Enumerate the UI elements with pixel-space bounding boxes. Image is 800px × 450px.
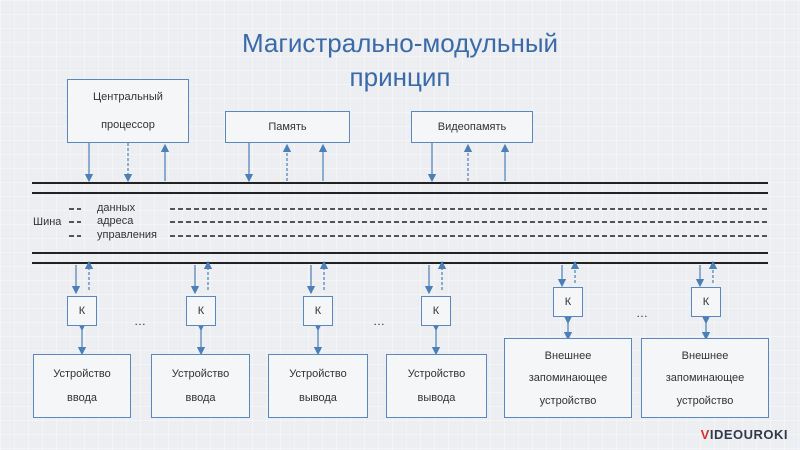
controller-links [71,260,718,295]
device-storage-1: Внешнее запоминающее устройство [504,338,632,418]
device-output-2: Устройство вывода [386,354,487,418]
videouroki-logo: VIDEOUROKI [701,427,788,442]
ellipsis-2: … [373,314,385,328]
device-4-line-1: Устройство [407,367,466,380]
ellipsis-3: … [636,306,648,320]
controller-1: К [67,296,97,326]
device-6-line-3: устройство [676,394,734,407]
title-line-2: принцип [349,62,451,92]
device-output-1: Устройство вывода [268,354,368,418]
device-storage-2: Внешнее запоминающее устройство [641,338,769,418]
device-5-line-3: устройство [539,394,597,407]
cpu-box: Центральный процессор [67,79,189,143]
controller-2: К [186,296,216,326]
device-input-2: Устройство ввода [151,354,250,418]
bus-address-label: адреса [97,215,134,227]
device-1-line-1: Устройство [53,367,111,380]
controller-6: К [691,287,721,317]
logo-text: IDEOUROKI [709,427,788,442]
title-line-1: Магистрально-модульный [241,28,559,58]
device-2-line-1: Устройство [171,367,230,380]
cpu-label-line-1: Центральный [93,91,163,104]
device-5-line-1: Внешнее [544,349,592,362]
device-2-line-2: ввода [185,392,216,405]
controller-3: К [303,296,333,326]
controller-4: К [421,296,451,326]
device-3-line-2: вывода [299,392,337,405]
device-4-line-2: вывода [417,392,456,405]
ellipsis-1: … [134,314,146,328]
device-3-line-1: Устройство [289,367,347,380]
device-1-line-2: ввода [67,392,97,405]
diagram-title: Магистрально-модульный принцип [150,26,650,94]
bus-data-label: данных [97,202,136,214]
bus-label: Шина [33,216,62,228]
cpu-label-line-2: процессор [101,118,155,131]
device-6-line-2: запоминающее [665,372,745,384]
video-memory-box: Видеопамять [411,111,533,143]
bus-control-label: управления [97,229,157,241]
device-6-line-1: Внешнее [681,349,729,362]
memory-label: Память [268,121,307,133]
video-memory-label: Видеопамять [437,121,507,133]
controller-5: К [553,287,583,317]
logo-accent: V [700,427,710,442]
memory-box: Память [225,111,350,143]
device-input-1: Устройство ввода [33,354,131,418]
device-links [77,315,711,356]
device-5-line-2: запоминающее [528,372,608,384]
